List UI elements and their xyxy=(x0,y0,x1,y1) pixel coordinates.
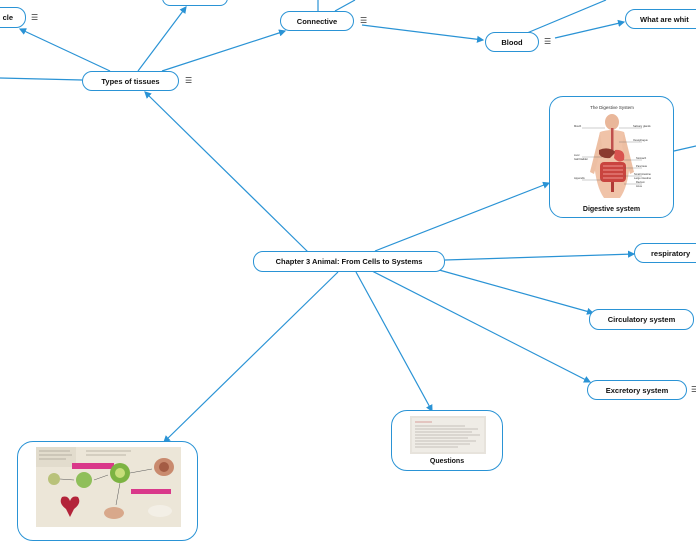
node-excretory[interactable]: Excretory system xyxy=(587,380,687,400)
menu-icon[interactable]: ☰ xyxy=(544,37,552,46)
node-circulatory-label: Circulatory system xyxy=(607,315,676,324)
digestive-image-title: The Digestive System xyxy=(590,105,634,110)
menu-icon[interactable]: ☰ xyxy=(691,385,696,394)
node-questions-label: Questions xyxy=(429,458,465,465)
edge-types-connective xyxy=(161,29,287,72)
edge-digestive-right xyxy=(673,145,696,152)
edge-blood-white xyxy=(554,19,626,39)
edge-center-excretory xyxy=(371,270,592,383)
node-questions[interactable]: Questions xyxy=(391,410,503,471)
node-circulatory[interactable]: Circulatory system xyxy=(589,309,694,330)
cells-to-systems-image xyxy=(36,447,181,527)
edge-types-left xyxy=(0,77,83,81)
node-center-label: Chapter 3 Animal: From Cells to Systems xyxy=(275,257,423,266)
edge-connective-up2 xyxy=(334,0,356,12)
node-respiratory[interactable]: respiratory xyxy=(634,243,696,263)
node-excretory-label: Excretory system xyxy=(605,385,669,395)
edge-center-circulatory xyxy=(431,267,595,315)
edge-center-cells xyxy=(163,271,339,443)
node-connective-label: Connective xyxy=(296,16,338,26)
edge-center-digestive xyxy=(374,181,551,252)
node-cells-image[interactable] xyxy=(17,441,198,541)
digestive-label: Gall bladder xyxy=(574,157,588,161)
edge-center-respiratory xyxy=(444,250,636,261)
questions-image xyxy=(410,416,486,454)
digestive-label: Large intestine xyxy=(634,176,652,180)
digestive-label: Small intestine xyxy=(634,172,651,176)
digestive-label: Anus xyxy=(636,184,643,188)
node-muscle-label: cle xyxy=(2,13,13,22)
digestive-label: Salivary glands xyxy=(633,124,651,128)
node-types-of-tissues[interactable]: Types of tissues xyxy=(82,71,179,91)
node-what-are-white-label: What are whit xyxy=(640,14,689,24)
node-digestive-label: Digestive system xyxy=(582,206,641,213)
node-connective[interactable]: Connective xyxy=(280,11,354,31)
edge-types-muscle xyxy=(18,28,111,72)
menu-icon[interactable]: ☰ xyxy=(185,76,193,85)
edge-blood-up xyxy=(526,0,607,34)
digestive-label: Pancreas xyxy=(636,164,648,168)
node-digestive-system[interactable]: The Digestive System Mouth Salivary glan… xyxy=(549,96,674,218)
digestive-label: Appendix xyxy=(574,176,586,180)
digestive-label: Stomach xyxy=(636,156,647,160)
digestive-label: Mouth xyxy=(574,124,582,128)
node-blood[interactable]: Blood xyxy=(485,32,539,52)
digestive-system-image: The Digestive System Mouth Salivary glan… xyxy=(574,105,652,198)
node-what-are-white[interactable]: What are whit xyxy=(625,9,696,29)
edge-center-types xyxy=(144,91,309,253)
edge-connective-blood xyxy=(361,24,485,43)
node-blood-label: Blood xyxy=(501,37,523,47)
digestive-label: Rectum xyxy=(636,180,645,184)
node-muscle[interactable]: cle xyxy=(0,7,26,28)
node-respiratory-label: respiratory xyxy=(651,248,691,258)
node-top-partial[interactable] xyxy=(162,0,228,6)
menu-icon[interactable]: ☰ xyxy=(360,16,368,25)
digestive-label: Oesophagus xyxy=(633,138,648,142)
edge-center-questions xyxy=(355,271,433,413)
connector-lines xyxy=(0,0,696,443)
node-types-label: Types of tissues xyxy=(101,76,160,86)
menu-icon[interactable]: ☰ xyxy=(31,13,39,22)
edge-types-top xyxy=(137,6,187,72)
digestive-label: Liver xyxy=(574,153,580,157)
node-center[interactable]: Chapter 3 Animal: From Cells to Systems xyxy=(253,251,445,272)
